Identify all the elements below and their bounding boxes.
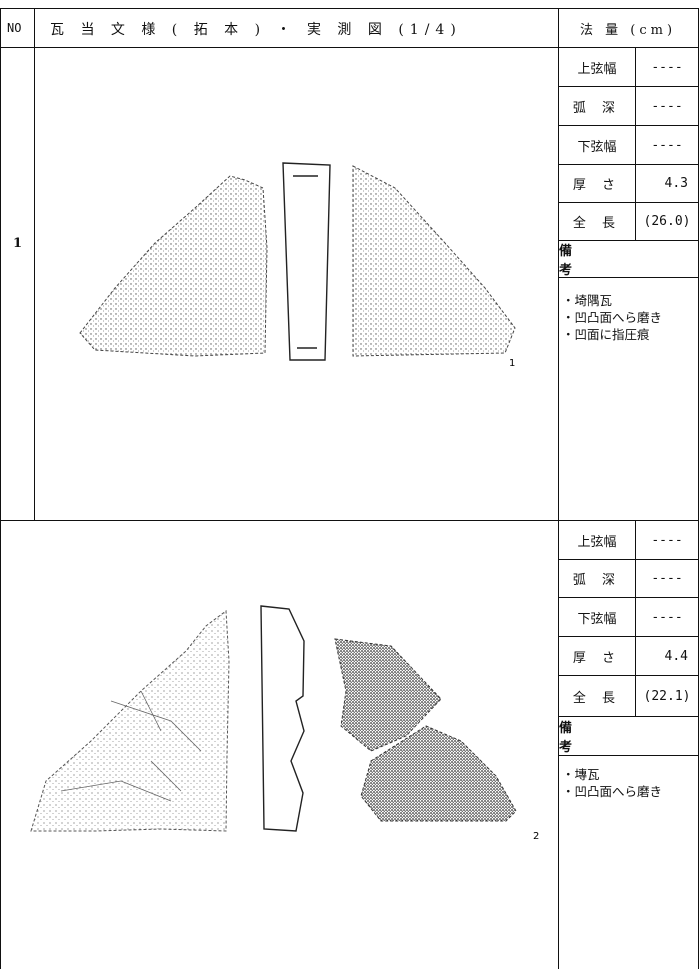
row-value: ----	[651, 98, 683, 114]
row-label: 下弦幅	[577, 611, 617, 627]
remarks-header: 備 考	[559, 244, 633, 278]
section-profile	[282, 162, 331, 361]
row-value: (26.0)	[643, 214, 691, 229]
remark-item: ・凹凸面へら磨き	[562, 784, 663, 799]
border-left	[0, 8, 1, 969]
row-label: 下弦幅	[577, 139, 617, 155]
entry-number: 1	[13, 236, 23, 251]
row-label: 全 長	[572, 216, 622, 231]
entry-divider-line	[0, 520, 699, 521]
row-value: (22.1)	[643, 688, 691, 704]
row-label: 厚 さ	[572, 650, 622, 666]
row-label: 厚 さ	[572, 178, 622, 193]
row-value: ----	[651, 571, 683, 586]
figure-number: 1	[509, 358, 515, 369]
row-label: 上弦幅	[577, 61, 617, 77]
border-top	[0, 8, 699, 9]
row-value: ----	[651, 609, 683, 625]
sheet-title: 瓦 当 文 様 ( 拓 本 ) ・ 実 測 図 (1/4)	[50, 22, 462, 38]
tile-drawing: 1	[79, 162, 516, 369]
row-label: 弧 深	[572, 100, 622, 116]
remarks-header: 備 考	[559, 721, 633, 755]
row-value: ----	[651, 137, 683, 153]
row-value: ----	[651, 59, 683, 75]
remarks-list: ・埼隅瓦 ・凹凸面へら磨き ・凹面に指圧痕	[562, 292, 662, 343]
no-header: NO	[7, 21, 22, 35]
measure-header: 法 量 (cm)	[580, 23, 677, 38]
remark-item: ・凹面に指圧痕	[562, 327, 650, 342]
row-label: 弧 深	[572, 573, 622, 588]
remarks-list: ・塼瓦 ・凹凸面へら磨き	[562, 766, 662, 800]
remark-item: ・埼隅瓦	[562, 293, 613, 308]
row-label: 上弦幅	[577, 534, 617, 550]
figure-number: 2	[533, 831, 539, 842]
rubbing-cracks	[60, 690, 202, 802]
remark-item: ・凹凸面へら磨き	[562, 310, 663, 325]
rubbing-front	[30, 610, 230, 832]
rubbing-front	[79, 175, 268, 357]
row-value: 4.3	[664, 176, 688, 191]
remark-item: ・塼瓦	[562, 767, 600, 782]
rubbing-back-upper	[334, 638, 442, 752]
rubbing-back-lower	[360, 725, 517, 822]
row-value: ----	[651, 532, 683, 548]
header-bottom-line	[0, 47, 699, 48]
measure-column-line	[558, 8, 559, 969]
no-column-line	[34, 8, 35, 520]
tile-drawing: 2	[30, 605, 539, 842]
row-label: 全 長	[572, 690, 622, 706]
section-profile	[260, 605, 305, 832]
row-value: 4.4	[664, 648, 688, 664]
rubbing-back	[352, 165, 516, 357]
